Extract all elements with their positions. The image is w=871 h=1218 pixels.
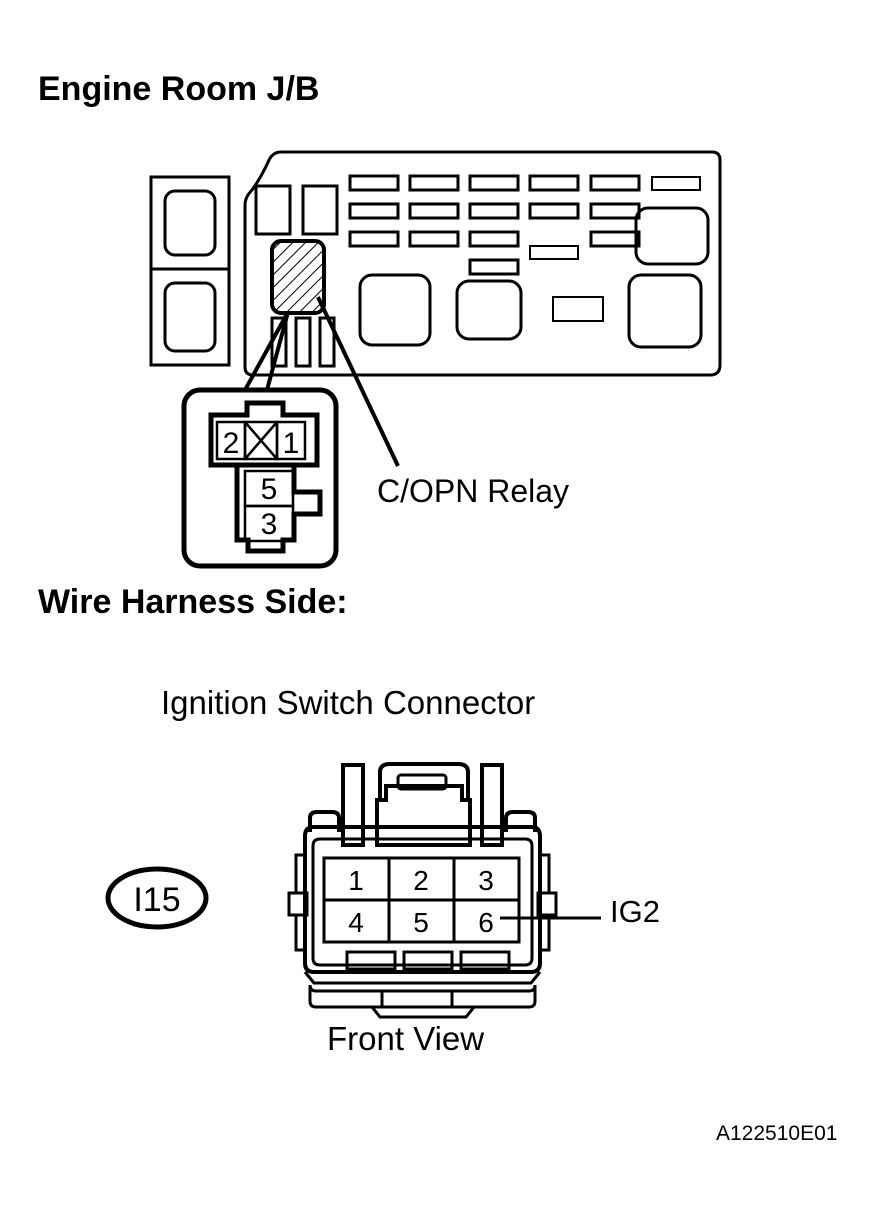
terminal-number-2: 2 [413, 865, 429, 896]
jb-fuse-slot [408, 202, 460, 220]
connector-vent-slot [345, 950, 397, 971]
jb-fuse-slot [528, 202, 580, 220]
relay-pin-number-5: 5 [261, 473, 278, 506]
connector-shoulder-tab-right [504, 810, 537, 832]
copn-relay-connector-drawing: 2 1 5 3 [181, 387, 339, 569]
jb-fuse-slot [348, 174, 400, 192]
connector-side-lug-left [287, 891, 309, 917]
jb-fuse-slot [651, 176, 701, 191]
connector-base-band [308, 984, 537, 1009]
relay-blank-cell-cross [244, 421, 278, 460]
terminal-cell [452, 898, 521, 944]
relay-terminal-cell [243, 504, 295, 543]
jb-slot-vertical-1 [254, 184, 292, 236]
connector-code-badge: I15 [105, 866, 209, 930]
connector-code-oval [105, 866, 209, 930]
connector-post-right [480, 763, 504, 847]
jb-slot-under-relay-2 [294, 316, 312, 368]
engine-room-junction-block [149, 150, 722, 467]
jb-fuse-slot [468, 230, 520, 248]
jb-fuse-slot [348, 230, 400, 248]
terminal-label-ig2: IG2 [610, 894, 660, 929]
jb-slot-vertical-2 [301, 184, 339, 236]
jb-fuse-slot [348, 202, 400, 220]
relay-pin-number-3: 3 [261, 508, 278, 541]
relay-connector-lower-cavity [234, 462, 323, 554]
jb-fuse-slot [589, 202, 641, 220]
jb-fuse-slot [468, 202, 520, 220]
connector-terminal-grid: 1 2 3 4 5 6 [322, 856, 521, 944]
relay-pin-number-1: 1 [283, 427, 300, 460]
connector-shoulder-tab-left [308, 810, 341, 832]
jb-left-relay-inner-lower [163, 281, 217, 353]
leader-line-relay-to-connector-2 [265, 311, 290, 391]
relay-pin-number-2: 2 [223, 427, 240, 460]
jb-small-slot-lower [552, 296, 604, 322]
connector-latch-arch [378, 762, 470, 800]
connector-side-rail-right [540, 853, 551, 952]
terminal-number-4: 4 [348, 907, 364, 938]
ignition-switch-connector-drawing: 1 2 3 4 5 6 [287, 762, 601, 1019]
connector-post-left [341, 763, 365, 847]
connector-housing-inner [311, 837, 534, 967]
connector-latch-body [375, 784, 472, 847]
jb-fuse-slot [529, 245, 579, 260]
connector-side-rail-left [294, 853, 305, 952]
label-ignition-switch-connector: Ignition Switch Connector [161, 684, 536, 721]
jb-fuse-slot [468, 174, 520, 192]
leader-line-relay-to-connector-1 [243, 311, 290, 391]
copn-relay-highlight [270, 239, 326, 315]
leader-line-relay-to-label [316, 296, 400, 467]
jb-fuse-slot [528, 174, 580, 192]
connector-code-text: I15 [133, 881, 180, 919]
jb-fuse-slot [589, 174, 641, 192]
jb-fuse-slot [468, 258, 520, 276]
connector-side-lug-right [536, 891, 558, 917]
connector-latch-window [396, 773, 448, 791]
jb-relay-socket-lower-2 [455, 279, 523, 341]
relay-terminal-cell [275, 420, 307, 461]
connector-base-skirt [303, 971, 542, 985]
callout-label-copn-relay: C/OPN Relay [377, 473, 570, 509]
terminal-number-6: 6 [478, 907, 494, 938]
section-heading-engine-room: Engine Room J/B [38, 70, 320, 108]
jb-left-relay-box-lower [149, 267, 231, 367]
terminal-number-1: 1 [348, 865, 364, 896]
connector-vent-slot [402, 950, 454, 971]
jb-left-relay-inner-upper [163, 189, 217, 257]
section-heading-wire-harness: Wire Harness Side: [38, 583, 348, 621]
connector-vent-slot [459, 950, 511, 971]
relay-connector-housing [181, 387, 339, 569]
jb-fuse-slot [589, 230, 641, 248]
jb-relay-socket-lower-1 [358, 273, 432, 347]
terminal-number-3: 3 [478, 865, 494, 896]
label-front-view: Front View [327, 1020, 485, 1057]
figure-reference-code: A122510E01 [716, 1122, 838, 1145]
jb-fuse-slot [408, 174, 460, 192]
connector-base-foot [370, 1006, 476, 1019]
jb-relay-socket-upper-right [634, 206, 710, 266]
terminal-number-5: 5 [413, 907, 429, 938]
jb-fuse-slot [408, 230, 460, 248]
jb-relay-socket-lower-3 [627, 273, 703, 349]
